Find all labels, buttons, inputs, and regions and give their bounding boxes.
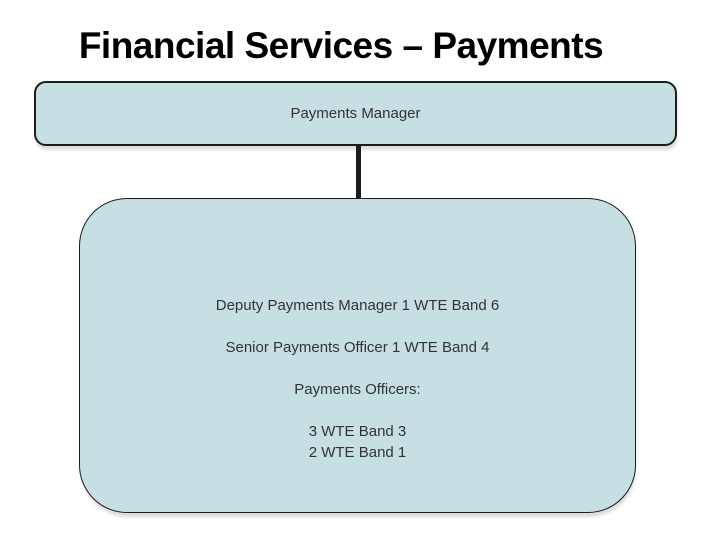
payments-team-box: Deputy Payments Manager 1 WTE Band 6 Seni… bbox=[79, 198, 636, 513]
org-line: 3 WTE Band 3 bbox=[308, 423, 407, 440]
org-line bbox=[80, 400, 635, 421]
org-line: Payments Officers: bbox=[294, 381, 421, 398]
page-title: Financial Services – Payments bbox=[78, 25, 604, 66]
org-line: 2 WTE Band 1 bbox=[308, 444, 407, 461]
org-line: Deputy Payments Manager 1 WTE Band 6 bbox=[215, 297, 500, 314]
payments-team-text: Deputy Payments Manager 1 WTE Band 6 Seni… bbox=[80, 295, 635, 463]
payments-manager-label: Payments Manager bbox=[290, 105, 421, 122]
org-line bbox=[80, 316, 635, 337]
org-connector-line bbox=[356, 146, 361, 200]
payments-manager-box: Payments Manager bbox=[34, 81, 677, 146]
org-line bbox=[80, 358, 635, 379]
org-line: Senior Payments Officer 1 WTE Band 4 bbox=[225, 339, 490, 356]
